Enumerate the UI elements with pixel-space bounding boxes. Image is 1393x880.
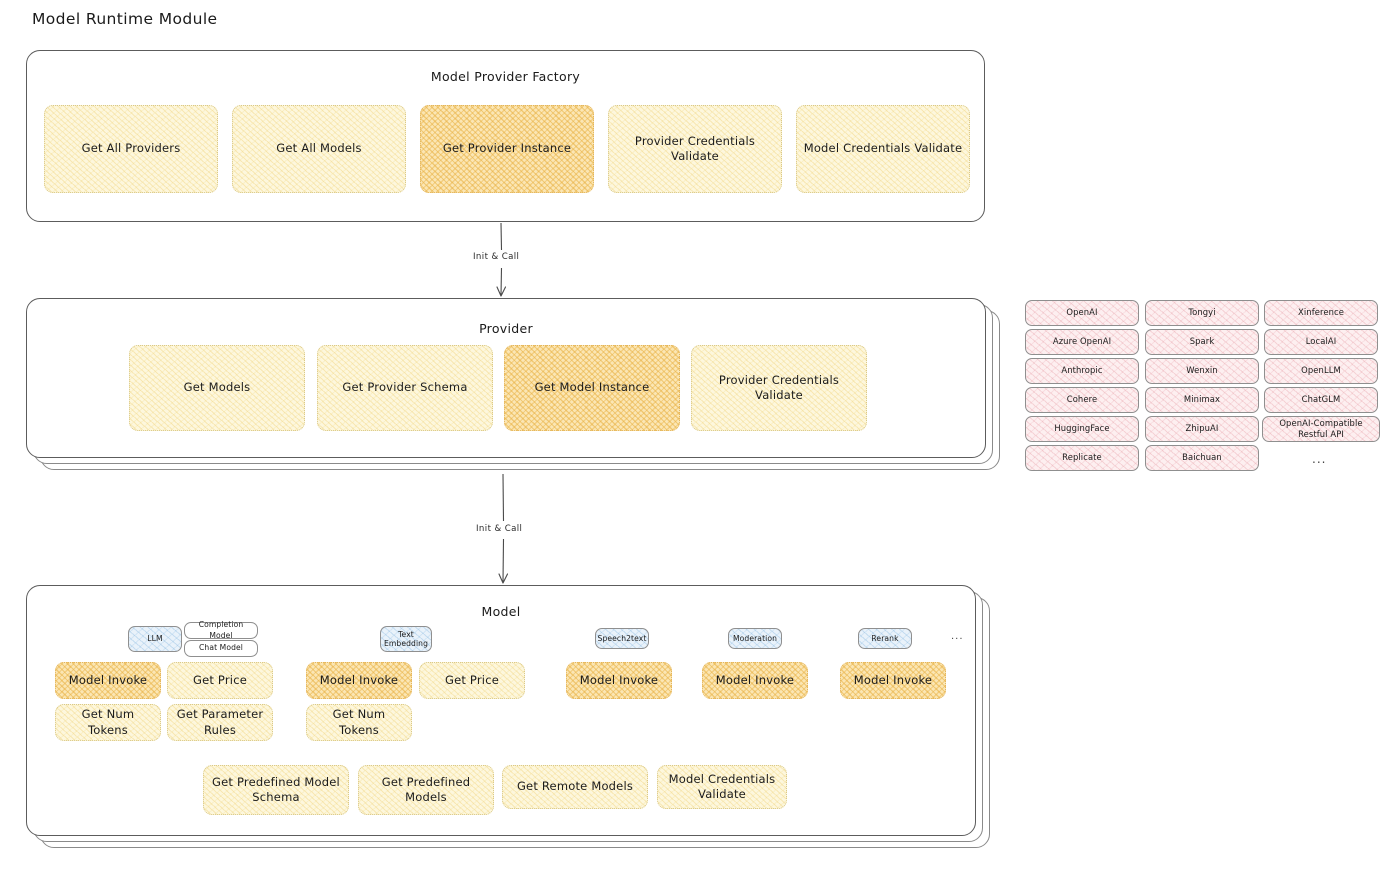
provider-chip-minimax[interactable]: Minimax xyxy=(1145,387,1259,413)
provider-chip-cohere[interactable]: Cohere xyxy=(1025,387,1139,413)
factory-node-model-credentials-validate[interactable]: Model Credentials Validate xyxy=(796,105,970,193)
factory-node-provider-credentials-validate[interactable]: Provider Credentials Validate xyxy=(608,105,782,193)
model-node-embedding-model-invoke[interactable]: Model Invoke xyxy=(306,662,412,699)
model-type-chip-llm[interactable]: LLM xyxy=(128,626,182,652)
provider-title: Provider xyxy=(479,321,533,336)
provider-chip-tongyi[interactable]: Tongyi xyxy=(1145,300,1259,326)
factory-node-get-all-providers[interactable]: Get All Providers xyxy=(44,105,218,193)
arrow-label-init-and-call-2: Init & Call xyxy=(476,524,523,534)
model-node-get-predefined-models[interactable]: Get Predefined Models xyxy=(358,765,494,815)
provider-chip-baichuan[interactable]: Baichuan xyxy=(1145,445,1259,471)
provider-chip-spark[interactable]: Spark xyxy=(1145,329,1259,355)
model-provider-factory-title: Model Provider Factory xyxy=(430,69,581,84)
page-title: Model Runtime Module xyxy=(32,10,218,28)
model-types-more-ellipsis: ... xyxy=(951,631,964,642)
provider-chip-replicate[interactable]: Replicate xyxy=(1025,445,1139,471)
model-type-chip-text-embedding[interactable]: Text Embedding xyxy=(380,626,432,652)
provider-chip-openai[interactable]: OpenAI xyxy=(1025,300,1139,326)
provider-chip-wenxin[interactable]: Wenxin xyxy=(1145,358,1259,384)
model-node-llm-get-num-tokens[interactable]: Get Num Tokens xyxy=(55,704,161,741)
model-type-chip-moderation[interactable]: Moderation xyxy=(728,628,782,649)
model-node-get-predefined-model-schema[interactable]: Get Predefined Model Schema xyxy=(203,765,349,815)
model-node-model-credentials-validate[interactable]: Model Credentials Validate xyxy=(657,765,787,809)
provider-chip-localai[interactable]: LocalAI xyxy=(1264,329,1378,355)
factory-node-get-provider-instance[interactable]: Get Provider Instance xyxy=(420,105,594,193)
model-node-llm-get-price[interactable]: Get Price xyxy=(167,662,273,699)
provider-chip-chatglm[interactable]: ChatGLM xyxy=(1264,387,1378,413)
model-title: Model xyxy=(481,604,521,619)
provider-chip-huggingface[interactable]: HuggingFace xyxy=(1025,416,1139,442)
model-subtype-chip-chat-model[interactable]: Chat Model xyxy=(184,640,258,657)
model-node-rerank-model-invoke[interactable]: Model Invoke xyxy=(840,662,946,699)
model-type-chip-rerank[interactable]: Rerank xyxy=(858,628,912,649)
model-subtype-chip-completion-model[interactable]: Completion Model xyxy=(184,620,258,640)
provider-chip-xinference[interactable]: Xinference xyxy=(1264,300,1378,326)
provider-chip-openllm[interactable]: OpenLLM xyxy=(1264,358,1378,384)
model-node-embedding-get-price[interactable]: Get Price xyxy=(419,662,525,699)
model-node-embedding-get-num-tokens[interactable]: Get Num Tokens xyxy=(306,704,412,741)
model-node-llm-model-invoke[interactable]: Model Invoke xyxy=(55,662,161,699)
model-node-speech2text-model-invoke[interactable]: Model Invoke xyxy=(566,662,672,699)
provider-node-get-provider-schema[interactable]: Get Provider Schema xyxy=(317,345,493,431)
model-node-get-remote-models[interactable]: Get Remote Models xyxy=(502,765,648,809)
provider-node-get-models[interactable]: Get Models xyxy=(129,345,305,431)
provider-chip-zhipuai[interactable]: ZhipuAI xyxy=(1145,416,1259,442)
provider-node-provider-credentials-validate[interactable]: Provider Credentials Validate xyxy=(691,345,867,431)
provider-chip-openai-compatible-restful-api[interactable]: OpenAI-Compatible Restful API xyxy=(1262,416,1380,442)
model-node-moderation-model-invoke[interactable]: Model Invoke xyxy=(702,662,808,699)
factory-node-get-all-models[interactable]: Get All Models xyxy=(232,105,406,193)
provider-list-more-ellipsis: ... xyxy=(1312,452,1327,466)
model-node-llm-get-parameter-rules[interactable]: Get Parameter Rules xyxy=(167,704,273,741)
provider-chip-azure-openai[interactable]: Azure OpenAI xyxy=(1025,329,1139,355)
model-type-chip-speech2text[interactable]: Speech2text xyxy=(595,628,649,649)
provider-node-get-model-instance[interactable]: Get Model Instance xyxy=(504,345,680,431)
provider-chip-anthropic[interactable]: Anthropic xyxy=(1025,358,1139,384)
arrow-label-init-and-call-1: Init & Call xyxy=(473,252,520,262)
